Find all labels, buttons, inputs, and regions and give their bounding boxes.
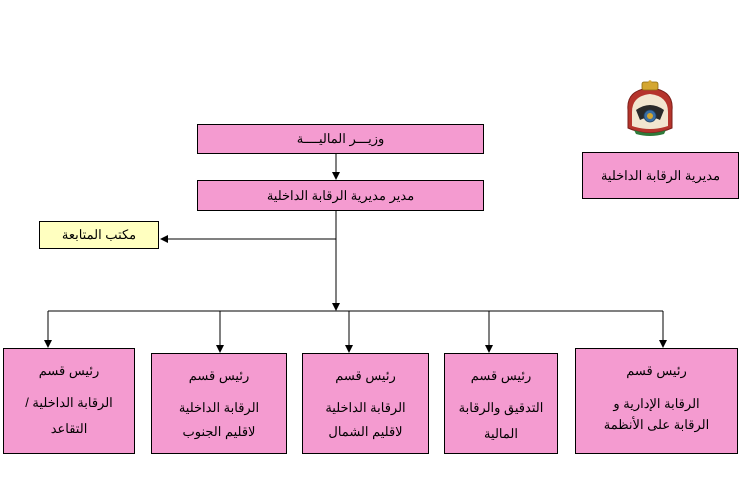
department-name-line1: الرقابة الداخلية xyxy=(325,400,406,415)
department-name-line1: الرقابة الداخلية xyxy=(178,400,260,415)
department-box-administrative: رئيس قسم الرقابة الإدارية و الرقابة على … xyxy=(575,348,738,454)
directorate-title-box: مديرية الرقابة الداخلية xyxy=(582,152,739,199)
follow-up-office-box: مكتب المتابعة xyxy=(39,221,159,249)
department-head-label: رئيس قسم xyxy=(38,363,100,378)
department-name-line1: الرقابة الإدارية و xyxy=(613,396,700,411)
department-name-line2: التقاعد xyxy=(50,421,88,436)
department-box-audit: رئيس قسم التدقيق والرقابة المالية xyxy=(444,353,558,454)
department-name-line1: الرقابة الداخلية / xyxy=(25,395,113,410)
department-name-line2: لاقليم الجنوب xyxy=(182,424,256,439)
department-head-label: رئيس قسم xyxy=(188,368,250,383)
minister-box: وزيـــر الماليــــة xyxy=(197,124,484,154)
director-box: مدير مديرية الرقابة الداخلية xyxy=(197,180,484,211)
department-head-label: رئيس قسم xyxy=(335,368,396,383)
department-box-north: رئيس قسم الرقابة الداخلية لاقليم الشمال xyxy=(302,353,429,454)
department-head-label: رئيس قسم xyxy=(470,368,532,383)
directorate-title: مديرية الرقابة الداخلية xyxy=(600,167,721,183)
jordan-coat-of-arms-icon xyxy=(627,80,673,136)
follow-up-office-label: مكتب المتابعة xyxy=(61,227,137,242)
department-head-label: رئيس قسم xyxy=(626,363,687,378)
department-name-line1: التدقيق والرقابة xyxy=(458,400,544,415)
department-box-retirement: رئيس قسم الرقابة الداخلية / التقاعد xyxy=(3,348,135,454)
department-name-line2: المالية xyxy=(484,426,518,441)
director-label: مدير مديرية الرقابة الداخلية xyxy=(266,187,415,203)
department-name-line2: الرقابة على الأنظمة xyxy=(603,417,710,432)
department-name-line2: لاقليم الشمال xyxy=(328,424,403,439)
department-box-south: رئيس قسم الرقابة الداخلية لاقليم الجنوب xyxy=(151,353,287,454)
minister-label: وزيـــر الماليــــة xyxy=(296,131,385,146)
